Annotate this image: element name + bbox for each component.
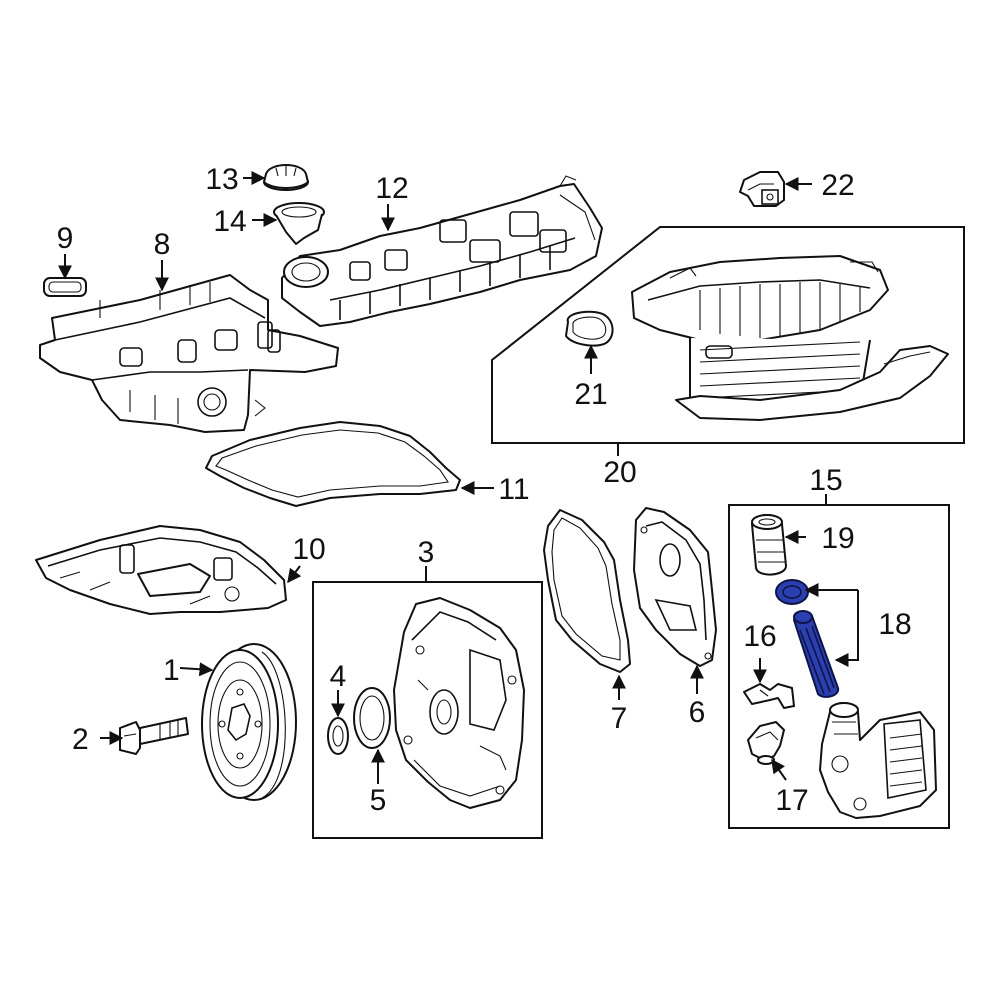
part-13-filler-cap[interactable] bbox=[263, 164, 309, 191]
callout-22: 22 bbox=[821, 169, 854, 202]
callout-9: 9 bbox=[57, 222, 74, 255]
part-3-timing-cover[interactable] bbox=[393, 597, 525, 809]
callout-21: 21 bbox=[574, 378, 607, 411]
part-4-seal[interactable] bbox=[327, 717, 349, 755]
callout-leaders bbox=[58, 171, 859, 784]
part-6-engine-cover[interactable] bbox=[633, 507, 717, 667]
callout-13: 13 bbox=[205, 163, 238, 196]
callout-6: 6 bbox=[689, 696, 706, 729]
callout-4: 4 bbox=[330, 660, 347, 693]
part-18-o-ring[interactable] bbox=[775, 579, 809, 605]
callout-14: 14 bbox=[213, 205, 246, 238]
part-14-filler-neck-seal[interactable] bbox=[273, 202, 325, 245]
callout-labels: 1 2 3 4 5 6 7 8 9 10 11 12 13 14 15 16 1… bbox=[57, 163, 912, 817]
part-18-oil-filter-kit[interactable] bbox=[775, 579, 840, 698]
callout-17: 17 bbox=[775, 784, 808, 817]
part-20-intercooler[interactable] bbox=[631, 255, 949, 421]
part-7-cover-gasket[interactable] bbox=[543, 509, 631, 673]
callout-3: 3 bbox=[418, 536, 435, 569]
callout-8: 8 bbox=[154, 228, 171, 261]
part-2-bolt[interactable] bbox=[119, 717, 189, 755]
oil-filter-housing[interactable] bbox=[819, 702, 937, 819]
part-18-filter-element[interactable] bbox=[792, 610, 840, 698]
part-22-sensor[interactable] bbox=[739, 171, 785, 207]
callout-7: 7 bbox=[611, 702, 628, 735]
part-21-intercooler-seal[interactable] bbox=[565, 310, 614, 347]
part-8-upper-oil-pan[interactable] bbox=[39, 274, 339, 433]
callout-15: 15 bbox=[809, 464, 842, 497]
callout-19: 19 bbox=[821, 522, 854, 555]
group-box-15 bbox=[728, 504, 950, 829]
part-16-hose[interactable] bbox=[743, 683, 795, 709]
callout-11: 11 bbox=[498, 473, 529, 506]
group-box-20 bbox=[491, 226, 965, 444]
part-1-crankshaft-pulley[interactable] bbox=[201, 643, 297, 801]
part-10-lower-oil-pan[interactable] bbox=[35, 525, 287, 615]
part-11-oil-pan-gasket[interactable] bbox=[205, 421, 461, 507]
callout-5: 5 bbox=[370, 784, 387, 817]
callout-10: 10 bbox=[292, 533, 325, 566]
callout-12: 12 bbox=[375, 172, 408, 205]
part-5-o-ring[interactable] bbox=[353, 687, 391, 749]
group-box-3 bbox=[312, 581, 543, 839]
callout-1: 1 bbox=[163, 654, 180, 687]
part-9-gasket[interactable] bbox=[43, 277, 87, 297]
callout-2: 2 bbox=[72, 723, 89, 756]
part-19-filter-cap[interactable] bbox=[751, 514, 787, 576]
part-17-valve[interactable] bbox=[747, 721, 785, 765]
callout-20: 20 bbox=[603, 456, 636, 489]
part-12-valve-cover[interactable] bbox=[281, 175, 603, 327]
callout-18: 18 bbox=[878, 608, 911, 641]
callout-16: 16 bbox=[743, 620, 776, 653]
